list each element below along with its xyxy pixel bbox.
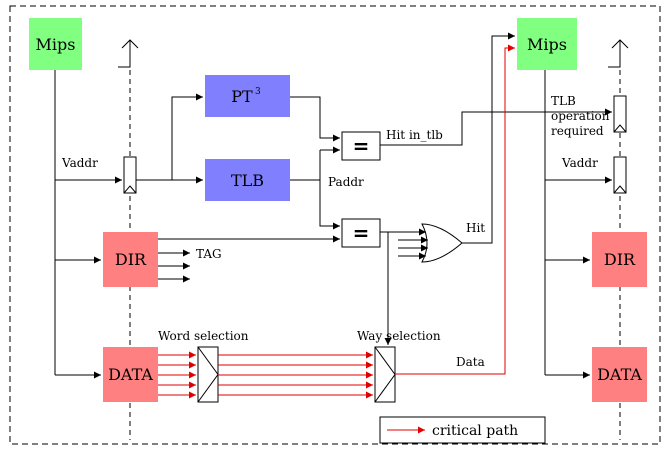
wires [54,32,612,379]
dir-left-block: DIR [103,232,158,287]
or-gate [421,223,463,263]
latch-right-vaddr [613,156,627,194]
data-left-block: DATA [103,347,158,402]
tag-label: TAG [196,247,222,261]
data-right-label: DATA [597,365,642,384]
data-left-label: DATA [108,365,153,384]
hit-in-tlb-label: Hit in_tlb [386,128,443,142]
vaddr-left-label: Vaddr [61,156,98,170]
critical-path-wires [158,44,515,399]
pt-label: PT [231,87,253,106]
comparator-top-symbol: = [353,134,370,158]
tlb-op-line3: required [551,124,604,138]
comparator-top: = [341,131,381,161]
data-label: Data [456,355,485,369]
mips-left-block: Mips [29,18,82,70]
tlb-block: TLB [205,159,290,201]
vaddr-right-label: Vaddr [561,156,598,170]
outer-frame [9,5,661,445]
paddr-label: Paddr [328,175,364,189]
dir-right-label: DIR [604,250,636,269]
legend-critical-path: critical path [432,423,518,439]
word-selection-mux [197,346,219,403]
comparator-bottom: = [341,218,381,248]
mips-right-block: Mips [517,18,577,70]
way-selection-label: Way selection [357,329,441,343]
pt-superscript: 3 [255,87,261,97]
hit-label: Hit [466,221,485,235]
tlb-label: TLB [231,171,264,190]
latch-left [123,156,137,194]
legend: critical path [379,416,546,444]
tlb-op-line2: operation [551,109,610,123]
mips-right-label: Mips [527,35,567,54]
latch-right-tlb-op [613,95,627,133]
pt-block: PT 3 [205,75,290,117]
data-right-block: DATA [592,347,647,402]
dir-right-block: DIR [592,232,647,287]
comparator-bottom-symbol: = [353,221,370,245]
way-selection-mux [374,346,396,403]
mips-left-label: Mips [36,35,76,54]
word-selection-label: Word selection [158,329,249,343]
tlb-op-line1: TLB [551,94,576,108]
dir-left-label: DIR [115,250,147,269]
